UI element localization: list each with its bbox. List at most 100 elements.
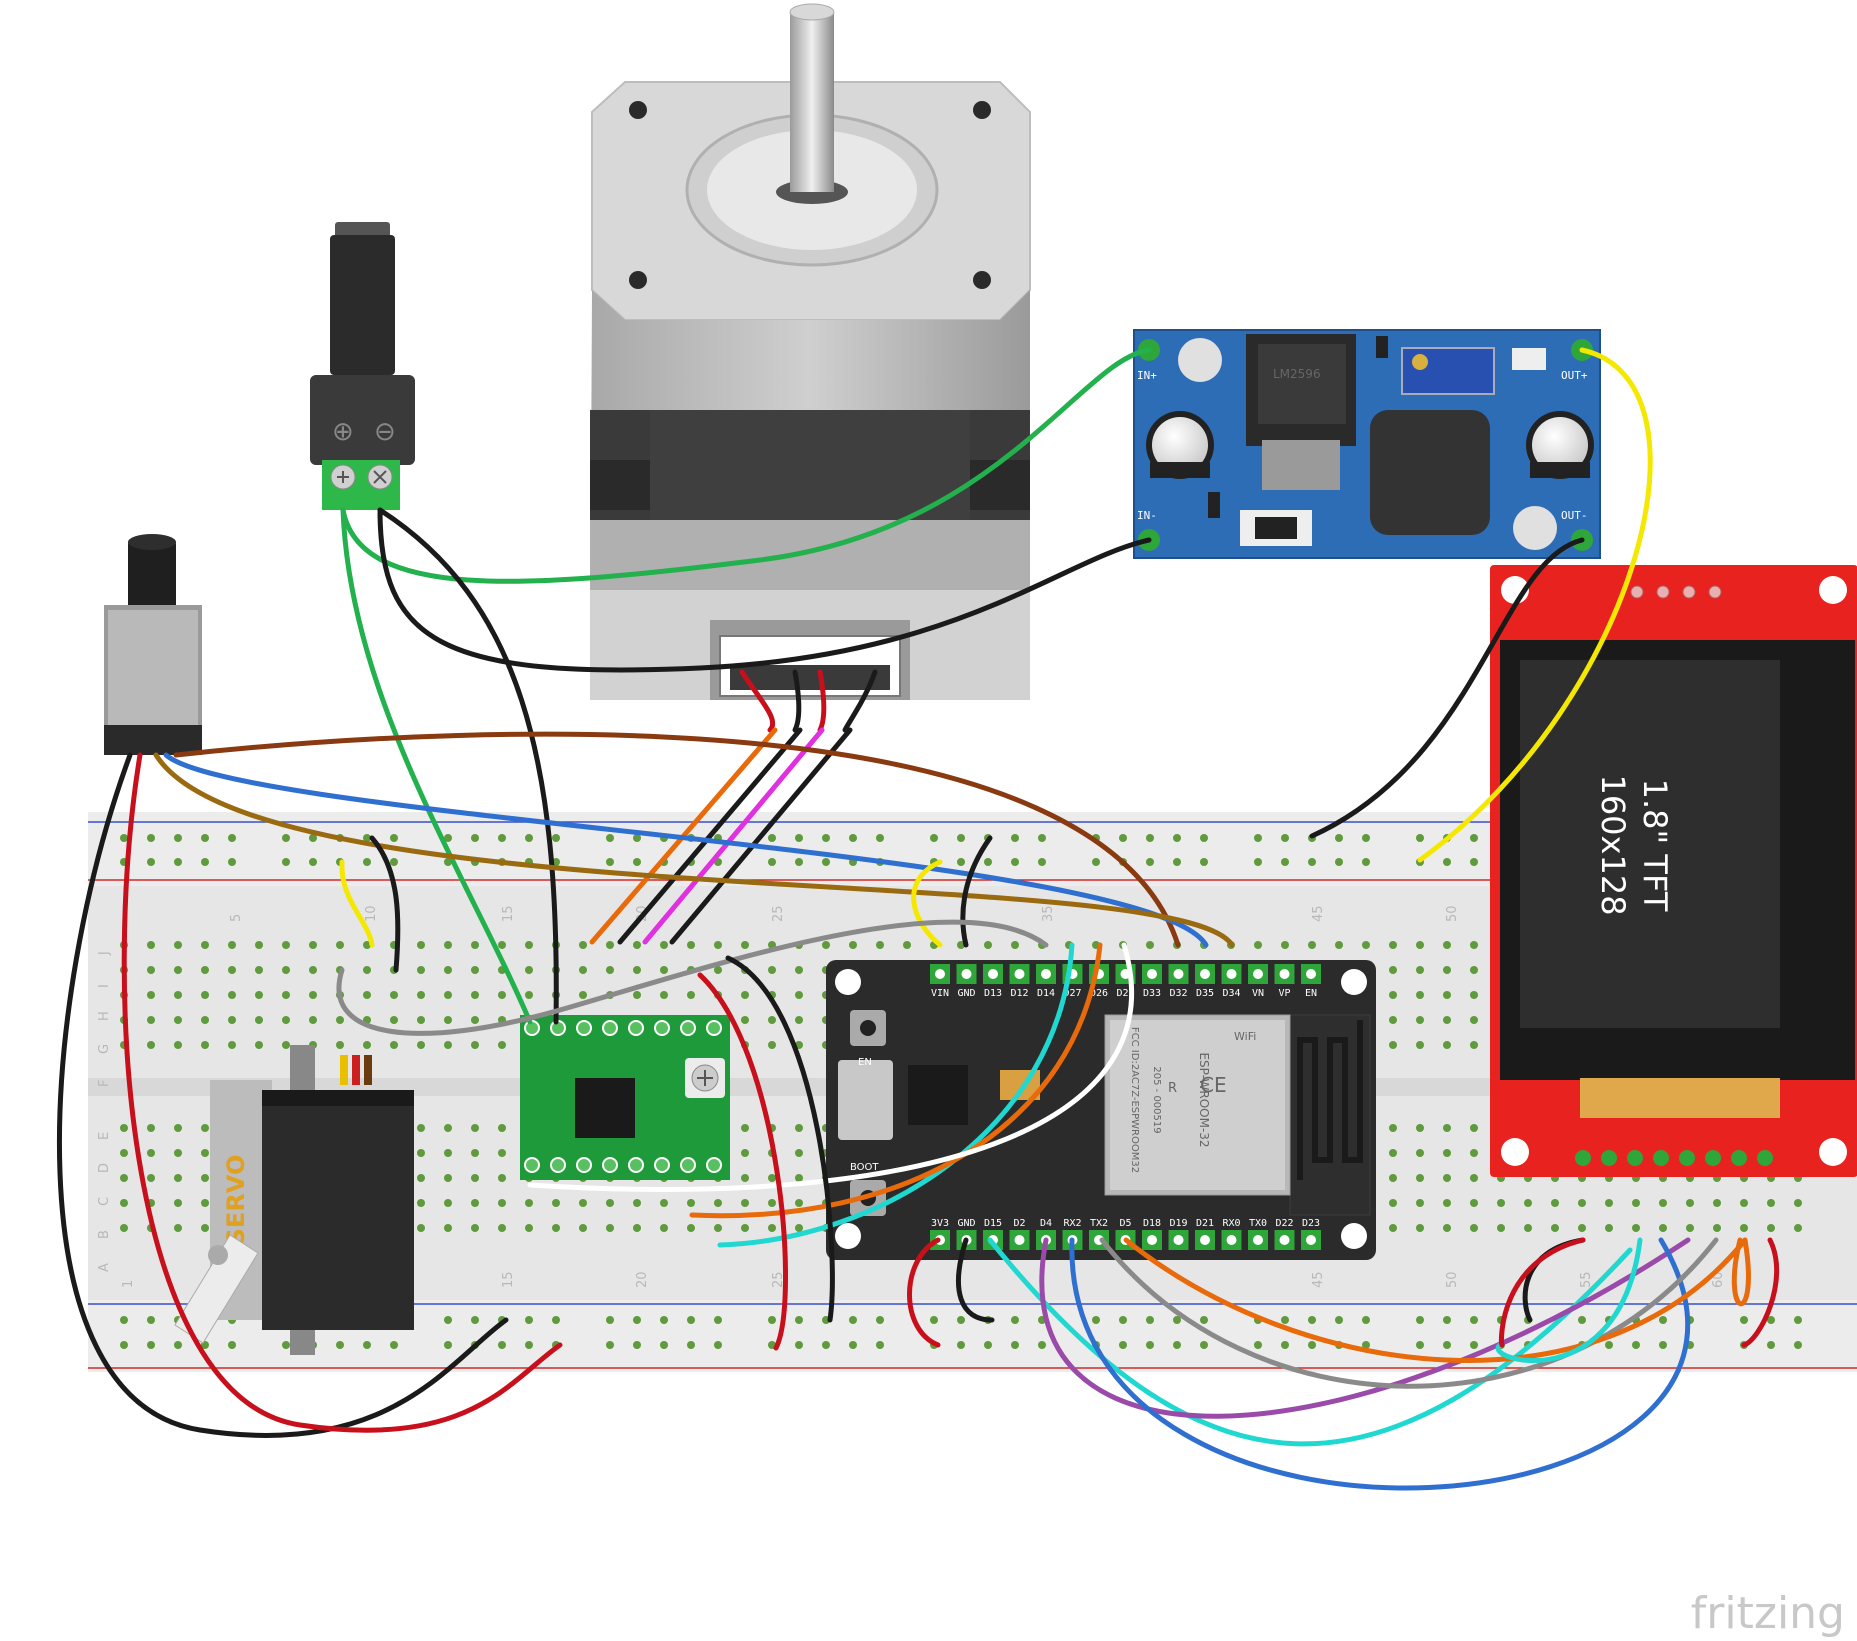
breadboard-hole xyxy=(390,834,398,842)
breadboard-hole xyxy=(1173,1341,1181,1349)
breadboard-hole xyxy=(363,1341,371,1349)
lm2596-buck-converter: LM2596 IN+ IN- OUT+ OUT- xyxy=(1133,329,1601,559)
breadboard-hole xyxy=(174,966,182,974)
breadboard-hole xyxy=(282,1016,290,1024)
breadboard-hole xyxy=(957,834,965,842)
esp32-pin-label: D23 xyxy=(1302,1218,1320,1229)
breadboard-hole xyxy=(1443,1149,1451,1157)
breadboard-hole xyxy=(1443,1174,1451,1182)
breadboard-hole xyxy=(876,1341,884,1349)
breadboard-hole xyxy=(984,1341,992,1349)
breadboard-hole xyxy=(309,834,317,842)
breadboard-hole xyxy=(687,941,695,949)
bb-col-number: 25 xyxy=(771,905,786,922)
breadboard-hole xyxy=(633,858,641,866)
breadboard-hole xyxy=(1578,1199,1586,1207)
esp32-pin-label: D4 xyxy=(1040,1218,1052,1229)
wire-black xyxy=(956,1237,995,1323)
breadboard-hole xyxy=(120,1149,128,1157)
breadboard-hole xyxy=(255,941,263,949)
breadboard-hole xyxy=(1794,1199,1802,1207)
driver-pin xyxy=(550,1157,566,1173)
esp32-pin-label: D27 xyxy=(1063,988,1081,999)
breadboard-hole xyxy=(1362,834,1370,842)
wire-brown xyxy=(173,731,1181,948)
breadboard-hole xyxy=(714,941,722,949)
breadboard-hole xyxy=(471,1124,479,1132)
breadboard-hole xyxy=(849,1341,857,1349)
breadboard-hole xyxy=(1146,941,1154,949)
esp32-pin-label: D15 xyxy=(984,1218,1002,1229)
breadboard-hole xyxy=(282,1341,290,1349)
breadboard-hole xyxy=(498,1341,506,1349)
breadboard-hole xyxy=(147,858,155,866)
driver-pins xyxy=(524,1020,722,1173)
breadboard-hole xyxy=(1416,1316,1424,1324)
wire-red xyxy=(121,752,563,1433)
esp32-pin-label: D25 xyxy=(1116,988,1134,999)
breadboard-hole xyxy=(444,1124,452,1132)
buck-chip-label: LM2596 xyxy=(1273,367,1321,381)
esp32-module-id: FCC ID:2AC7Z-ESPWROOM32 xyxy=(1129,1027,1140,1173)
breadboard-hole xyxy=(1443,1224,1451,1232)
driver-pin xyxy=(654,1157,670,1173)
breadboard-hole xyxy=(1011,858,1019,866)
breadboard-hole xyxy=(498,834,506,842)
breadboard-hole xyxy=(201,1124,209,1132)
breadboard-hole xyxy=(606,1224,614,1232)
breadboard-hole xyxy=(795,966,803,974)
breadboard-hole xyxy=(1173,834,1181,842)
esp32-pin-label: D34 xyxy=(1222,988,1240,999)
breadboard-hole xyxy=(849,834,857,842)
breadboard-hole xyxy=(768,1016,776,1024)
breadboard-hole xyxy=(444,834,452,842)
breadboard-hole xyxy=(1443,1199,1451,1207)
breadboard-hole xyxy=(444,941,452,949)
breadboard-hole xyxy=(282,858,290,866)
breadboard-hole xyxy=(822,1341,830,1349)
breadboard-hole xyxy=(849,941,857,949)
breadboard-hole xyxy=(336,941,344,949)
esp32-pin-label: TX0 xyxy=(1249,1218,1267,1229)
breadboard-hole xyxy=(741,991,749,999)
breadboard-hole xyxy=(309,941,317,949)
breadboard-hole xyxy=(228,941,236,949)
breadboard-hole xyxy=(1281,1341,1289,1349)
breadboard-hole xyxy=(228,966,236,974)
breadboard-hole xyxy=(1308,941,1316,949)
breadboard-hole xyxy=(1389,1124,1397,1132)
breadboard-hole xyxy=(147,1149,155,1157)
breadboard-hole xyxy=(1470,1316,1478,1324)
breadboard-hole xyxy=(120,1341,128,1349)
breadboard-hole xyxy=(579,1199,587,1207)
breadboard-hole xyxy=(228,858,236,866)
breadboard-hole xyxy=(147,1341,155,1349)
breadboard-hole xyxy=(957,1341,965,1349)
breadboard-hole xyxy=(525,1316,533,1324)
breadboard-hole xyxy=(1200,834,1208,842)
bb-col-number: 55 xyxy=(1579,1271,1594,1288)
breadboard-hole xyxy=(390,1041,398,1049)
breadboard-hole xyxy=(471,1199,479,1207)
esp32-pin-hole xyxy=(1306,969,1316,979)
breadboard-hole xyxy=(1470,1016,1478,1024)
breadboard-hole xyxy=(741,1199,749,1207)
breadboard-hole xyxy=(606,834,614,842)
breadboard-hole xyxy=(417,966,425,974)
bb-row-letter: H xyxy=(97,1011,112,1021)
breadboard-hole xyxy=(1605,1224,1613,1232)
breadboard-hole xyxy=(174,1174,182,1182)
tft-label-line2: 160x128 xyxy=(1594,774,1632,915)
bb-col-number: 50 xyxy=(1445,1271,1460,1288)
breadboard-hole xyxy=(957,1316,965,1324)
breadboard-hole xyxy=(1470,834,1478,842)
breadboard-hole xyxy=(1470,1174,1478,1182)
breadboard-hole xyxy=(417,1016,425,1024)
breadboard-hole xyxy=(1524,1199,1532,1207)
breadboard-hole xyxy=(525,834,533,842)
breadboard-hole xyxy=(174,1199,182,1207)
driver-pin xyxy=(628,1020,644,1036)
breadboard-hole xyxy=(1470,1041,1478,1049)
wire-green xyxy=(340,347,1152,584)
